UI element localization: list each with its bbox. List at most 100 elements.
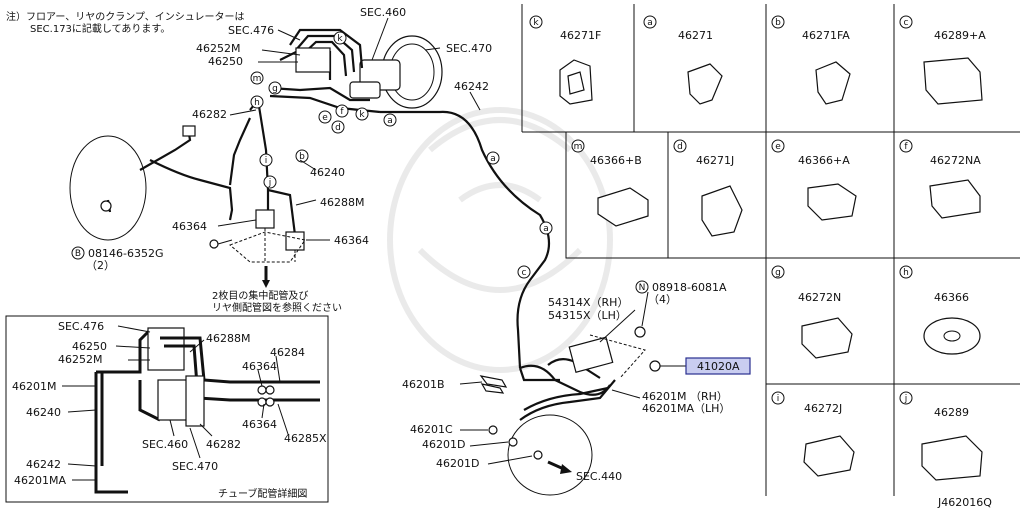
grid-cell-b: b 46271FA (771, 15, 850, 42)
detail-46282: 46282 (206, 438, 241, 451)
highlight-41020a[interactable] (685, 357, 751, 375)
grid-cell-f: f 46272NA (899, 139, 981, 167)
label-46250: 46250 (208, 55, 243, 68)
label-54314x: 54314X（RH） (548, 296, 628, 309)
grid-cell-e: e 46366+A (771, 139, 850, 167)
label-46364-a: 46364 (172, 220, 207, 233)
grid-cell-j: j 46289 (899, 391, 969, 419)
label-46201m: 46201M （RH） (642, 390, 728, 403)
note-line1: 注）フロアー、リヤのクランプ、インシュレーターは (6, 10, 245, 23)
grid-part-46289: 46289 (934, 406, 969, 419)
svg-text:d: d (335, 123, 341, 133)
bolt-08146 (209, 239, 233, 249)
svg-text:h: h (254, 98, 260, 108)
detail-46250: 46250 (72, 340, 107, 353)
detail-46242: 46242 (26, 458, 61, 471)
label-54315x: 54315X（LH） (548, 309, 627, 322)
grid-part-46271j: 46271J (696, 154, 734, 167)
svg-text:m: m (253, 74, 262, 84)
grid-cell-a: a 46271 (643, 15, 713, 42)
grid-part-46366: 46366 (934, 291, 969, 304)
detail-46284: 46284 (270, 346, 305, 359)
label-46201ma: 46201MA（LH） (642, 402, 730, 415)
label-46252m: 46252M (196, 42, 240, 55)
label-bolt-qty: （2） (86, 259, 115, 272)
svg-text:a: a (387, 116, 393, 126)
label-41020a[interactable]: 41020A (697, 360, 740, 373)
ref-note-1: 2枚目の集中配管及び (212, 289, 308, 302)
part-sketches (559, 57, 983, 481)
grid-cell-d: d 46271J (673, 139, 734, 167)
brake-booster (349, 35, 443, 109)
left-brake-area (69, 97, 306, 288)
detail-46364-b: 46364 (242, 418, 277, 431)
nut-circle-n: N (639, 283, 646, 293)
detail-caption: チューブ配管詳細図 (218, 487, 307, 500)
grid-cell-g: g 46272N (771, 265, 841, 304)
label-nut-qty: （4） (648, 293, 677, 306)
grid-cell-c: c 46289+A (899, 15, 986, 42)
svg-text:a: a (490, 154, 496, 164)
svg-text:b: b (775, 18, 781, 28)
label-46201b: 46201B (402, 378, 445, 391)
callout-letters: k g m h e f d k a b i j a a c (250, 31, 553, 279)
brake-pipe-46242 (380, 110, 551, 369)
grid-part-46366-b: 46366+B (590, 154, 642, 167)
front-hose-area (479, 326, 674, 496)
svg-text:a: a (647, 18, 653, 28)
tube-detail-box (5, 315, 329, 503)
grid-part-46271: 46271 (678, 29, 713, 42)
grid-part-46366-a: 46366+A (798, 154, 850, 167)
detail-sec460: SEC.460 (142, 438, 188, 451)
grid-part-46272j: 46272J (804, 402, 842, 415)
svg-text:c: c (522, 268, 527, 278)
grid-part-46271fa: 46271FA (802, 29, 850, 42)
label-46242: 46242 (454, 80, 489, 93)
label-08146-6352g: 08146-6352G (88, 247, 163, 260)
svg-text:f: f (904, 142, 908, 152)
parts-grid-lines (521, 4, 1020, 496)
svg-text:k: k (533, 18, 539, 28)
svg-text:g: g (272, 84, 278, 94)
svg-text:c: c (904, 18, 909, 28)
label-sec460: SEC.460 (360, 6, 406, 19)
svg-text:k: k (359, 110, 365, 120)
svg-text:j: j (268, 178, 272, 188)
svg-text:i: i (777, 394, 780, 404)
detail-46288m: 46288M (206, 332, 250, 345)
svg-text:a: a (543, 224, 549, 234)
svg-text:e: e (775, 142, 781, 152)
detail-46201m: 46201M (12, 380, 56, 393)
label-08918-6081a: 08918-6081A (652, 281, 727, 294)
leader-lines (217, 17, 686, 465)
detail-46240: 46240 (26, 406, 61, 419)
svg-text:g: g (775, 268, 781, 278)
svg-text:e: e (322, 113, 328, 123)
label-sec440: SEC.440 (576, 470, 622, 483)
svg-text:h: h (903, 268, 909, 278)
svg-text:k: k (337, 34, 343, 44)
label-46201c: 46201C (410, 423, 453, 436)
svg-text:b: b (299, 152, 305, 162)
label-sec476: SEC.476 (228, 24, 274, 37)
grid-part-46271f: 46271F (560, 29, 601, 42)
grid-part-46272n: 46272N (798, 291, 841, 304)
grid-cell-k: k 46271F (529, 15, 601, 42)
svg-text:m: m (574, 142, 583, 152)
detail-46285x: 46285X (284, 432, 327, 445)
label-46201d-b: 46201D (436, 457, 479, 470)
label-46364-b: 46364 (334, 234, 369, 247)
svg-text:j: j (904, 394, 908, 404)
grid-cell-i: i 46272J (771, 391, 842, 415)
detail-sec470: SEC.470 (172, 460, 218, 473)
svg-text:i: i (265, 156, 268, 166)
bolt-circle-b: B (75, 249, 81, 259)
label-46240: 46240 (310, 166, 345, 179)
note-line2: SEC.173に記載してあります。 (30, 22, 170, 35)
grid-cell-h: h 46366 (899, 265, 969, 304)
svg-text:f: f (340, 107, 344, 117)
grid-part-46289-a: 46289+A (934, 29, 986, 42)
label-sec470: SEC.470 (446, 42, 492, 55)
